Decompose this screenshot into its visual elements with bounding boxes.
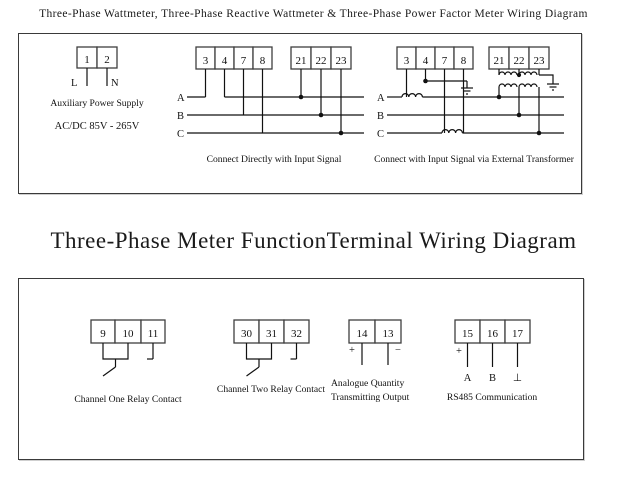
terminal-label-31: 31 xyxy=(266,328,277,340)
terminal-label-7: 7 xyxy=(241,55,247,67)
pt-coil-secondary-2 xyxy=(518,71,538,76)
terminal-label-14: 14 xyxy=(357,328,369,340)
pt-terminal-label-22: 22 xyxy=(514,55,525,67)
bottom-diagram-panel: 9 10 11 Channel One Relay Contact 30 31 … xyxy=(18,278,584,460)
transformer-connect-caption: Connect with Input Signal via External T… xyxy=(374,154,575,165)
relay-one-caption: Channel One Relay Contact xyxy=(74,394,182,405)
aux-caption-line2: AC/DC 85V - 265V xyxy=(55,121,140,132)
terminal-label-15: 15 xyxy=(462,328,474,340)
rs485-pin-label-a: A xyxy=(464,373,472,384)
relay-two-group: 30 31 32 Channel Two Relay Contact xyxy=(217,319,325,395)
terminal-label-2: 2 xyxy=(104,54,110,66)
phase-label-c: C xyxy=(177,129,184,140)
relay-two-caption: Channel Two Relay Contact xyxy=(217,384,325,395)
terminal-label-17: 17 xyxy=(512,328,524,340)
xfmr-phase-label-b: B xyxy=(377,111,384,122)
terminal-label-23: 23 xyxy=(336,55,348,67)
ct-coil-phase-a xyxy=(401,93,423,98)
top-diagram-panel: 1 2 L N Auxiliary Power Supply AC/DC 85V… xyxy=(18,33,582,194)
terminal-label-13: 13 xyxy=(383,328,395,340)
ct-terminal-label-4: 4 xyxy=(423,55,429,67)
pt-terminal-label-23: 23 xyxy=(534,55,546,67)
pt-coil-secondary-1 xyxy=(498,71,518,76)
relay-one-blade xyxy=(102,366,116,377)
ground-icon-ct xyxy=(461,87,473,95)
pt-coil-primary-2 xyxy=(518,83,538,88)
analogue-caption-line2: Transmitting Output xyxy=(331,392,410,403)
transformer-connect-group: 3 4 7 8 21 22 23 xyxy=(374,46,575,165)
pt-dot-b xyxy=(516,112,522,118)
relay-two-common-link xyxy=(245,343,273,360)
terminal-label-9: 9 xyxy=(100,328,106,340)
relay-two-blade xyxy=(246,366,260,377)
junction-dot-c xyxy=(338,130,344,136)
terminal-label-8: 8 xyxy=(260,55,266,67)
rs485-caption: RS485 Communication xyxy=(447,392,538,403)
rs485-pin-label-b: B xyxy=(489,373,496,384)
aux-caption-line1: Auxiliary Power Supply xyxy=(50,98,143,109)
terminal-label-16: 16 xyxy=(487,328,499,340)
rs485-group: 15 16 17 + A B ⊥ RS485 Communication xyxy=(447,319,538,403)
pt-dot-a xyxy=(496,94,502,100)
pt-coil-primary-1 xyxy=(498,83,518,88)
analogue-caption-line1: Analogue Quantity xyxy=(331,378,404,389)
xfmr-phase-label-a: A xyxy=(377,93,385,104)
pt-dot-c xyxy=(536,130,542,136)
ct-terminal-label-8: 8 xyxy=(461,55,467,67)
terminal-label-3: 3 xyxy=(203,55,209,67)
ct-junction-dot-1 xyxy=(423,78,428,84)
aux-pin-label-n: N xyxy=(111,78,119,89)
pt-ground-stem xyxy=(539,74,554,84)
terminal-label-1: 1 xyxy=(84,54,90,66)
terminal-label-30: 30 xyxy=(241,328,253,340)
analogue-polarity-plus: + xyxy=(349,345,355,356)
terminal-label-11: 11 xyxy=(148,328,159,340)
rs485-polarity-plus: + xyxy=(456,346,462,357)
aux-pin-label-l: L xyxy=(71,78,77,89)
ground-icon-pt xyxy=(547,83,559,91)
ct-coil-phase-c xyxy=(441,129,463,134)
relay-one-group: 9 10 11 Channel One Relay Contact xyxy=(74,319,182,405)
ct-terminal-label-3: 3 xyxy=(404,55,410,67)
phase-label-a: A xyxy=(177,93,185,104)
junction-dot-a xyxy=(298,94,304,100)
rs485-pin-label-gnd: ⊥ xyxy=(513,373,522,384)
junction-dot-b xyxy=(318,112,324,118)
terminal-label-32: 32 xyxy=(291,328,302,340)
analogue-output-group: 14 13 + − Analogue Quantity Transmitting… xyxy=(331,319,410,403)
direct-connect-caption: Connect Directly with Input Signal xyxy=(207,154,342,165)
terminal-label-21: 21 xyxy=(296,55,307,67)
ct-terminal-label-7: 7 xyxy=(442,55,448,67)
terminal-label-22: 22 xyxy=(316,55,327,67)
page-title-bottom: Three-Phase Meter FunctionTerminal Wirin… xyxy=(50,228,577,253)
terminal-label-10: 10 xyxy=(123,328,135,340)
pt-terminal-label-21: 21 xyxy=(494,55,505,67)
xfmr-phase-label-c: C xyxy=(377,129,384,140)
direct-connect-group: 3 4 7 8 21 22 23 xyxy=(177,46,364,165)
phase-label-b: B xyxy=(177,111,184,122)
page-title-top: Three-Phase Wattmeter, Three-Phase React… xyxy=(39,8,588,20)
relay-one-common-link xyxy=(102,343,129,360)
aux-power-supply-group: 1 2 L N Auxiliary Power Supply AC/DC 85V… xyxy=(50,46,144,132)
analogue-polarity-minus: − xyxy=(395,345,401,356)
terminal-label-4: 4 xyxy=(222,55,228,67)
pt-junction-dot-top xyxy=(516,72,522,78)
